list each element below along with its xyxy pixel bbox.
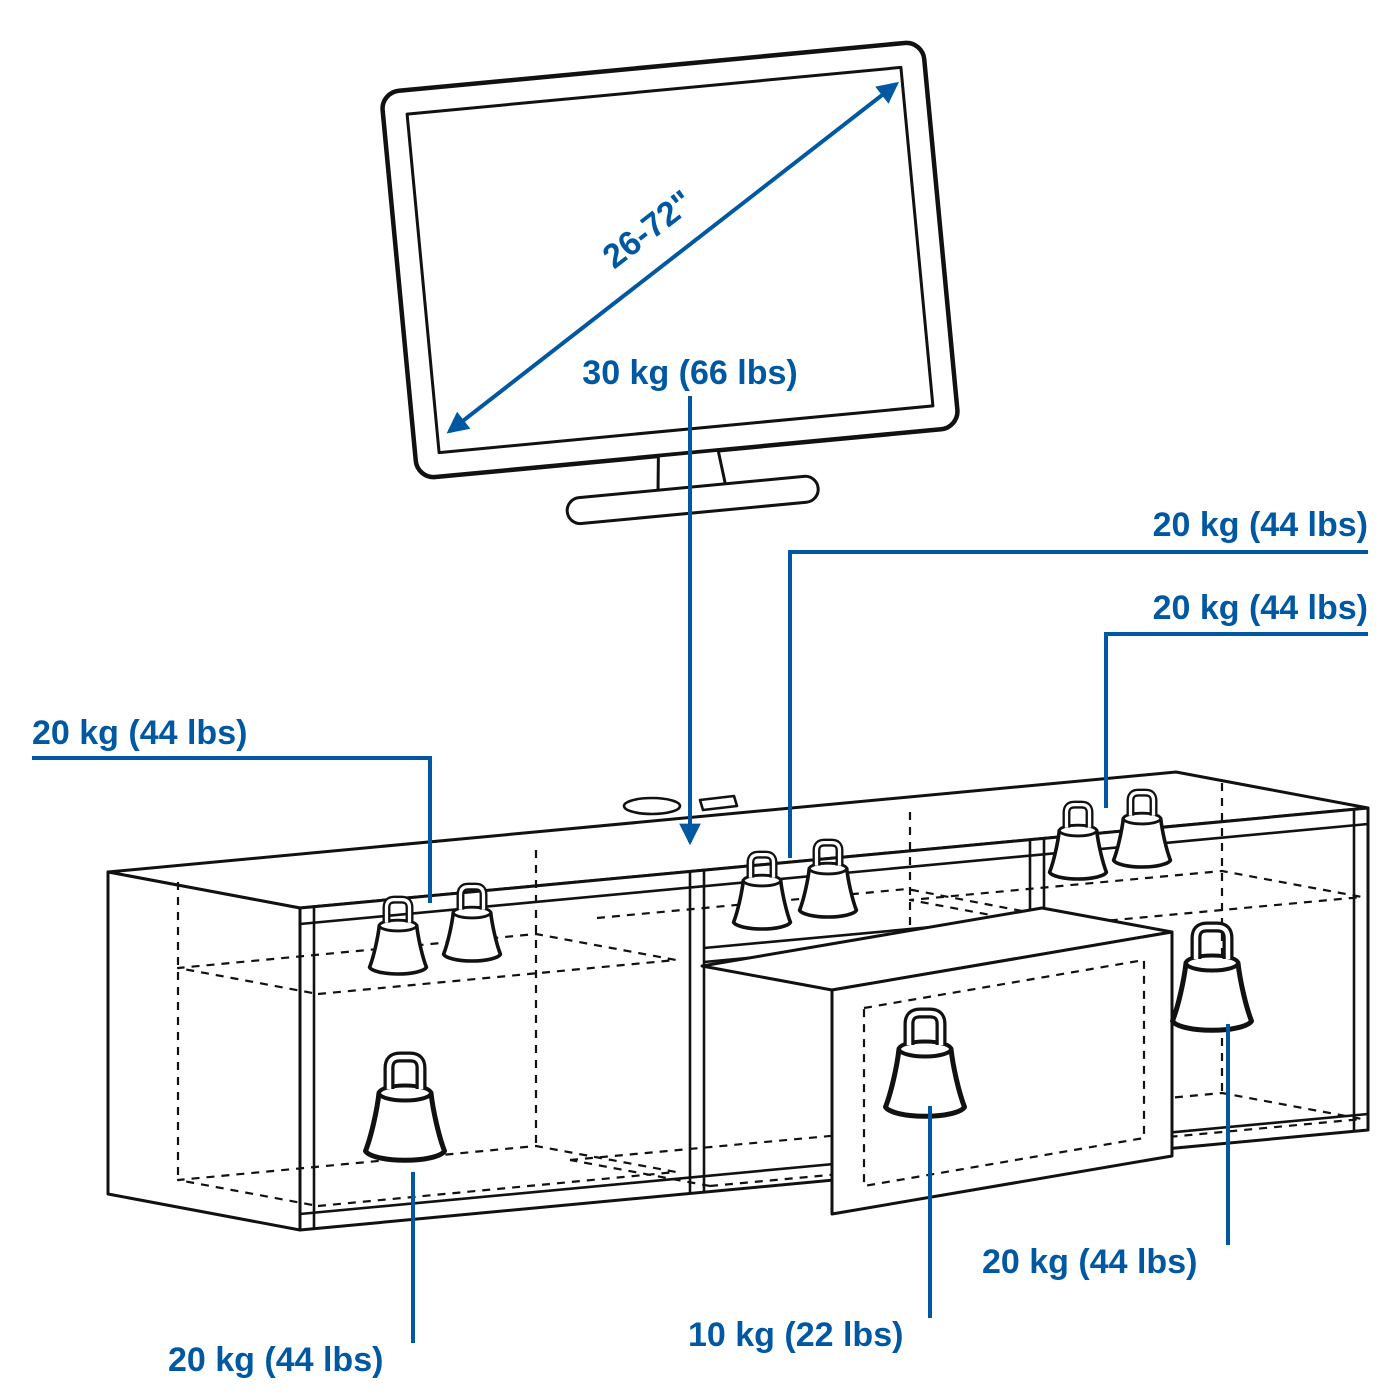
drawer [700,906,1174,1216]
load-label-middle-shelf: 20 kg (44 lbs) [1153,506,1368,544]
leader-line-left-shelf [32,756,432,903]
tv: 26-72" [380,40,960,526]
drawer-front-panel [830,930,1174,1216]
load-label-left-shelf: 20 kg (44 lbs) [32,714,247,752]
load-label-right-shelf: 20 kg (44 lbs) [1153,589,1368,627]
bench-left-side [106,870,302,1232]
diagonal-measure-arrow-icon [446,81,899,434]
left-compartment-interior [176,850,678,1208]
tv-max-load-label: 30 kg (66 lbs) [582,354,797,392]
load-label-drawer: 10 kg (22 lbs) [688,1316,903,1354]
leader-line-middle-shelf [788,550,1368,858]
load-label-left-bottom: 20 kg (44 lbs) [168,1341,383,1379]
load-label-right-bottom: 20 kg (44 lbs) [982,1243,1197,1281]
leader-line-right-shelf [1104,632,1368,808]
annotations: 30 kg (66 lbs) 20 kg (44 lbs) 20 kg (44 … [32,354,1368,1379]
cable-outlet-icon [622,794,739,816]
tv-bench [106,770,1370,1232]
